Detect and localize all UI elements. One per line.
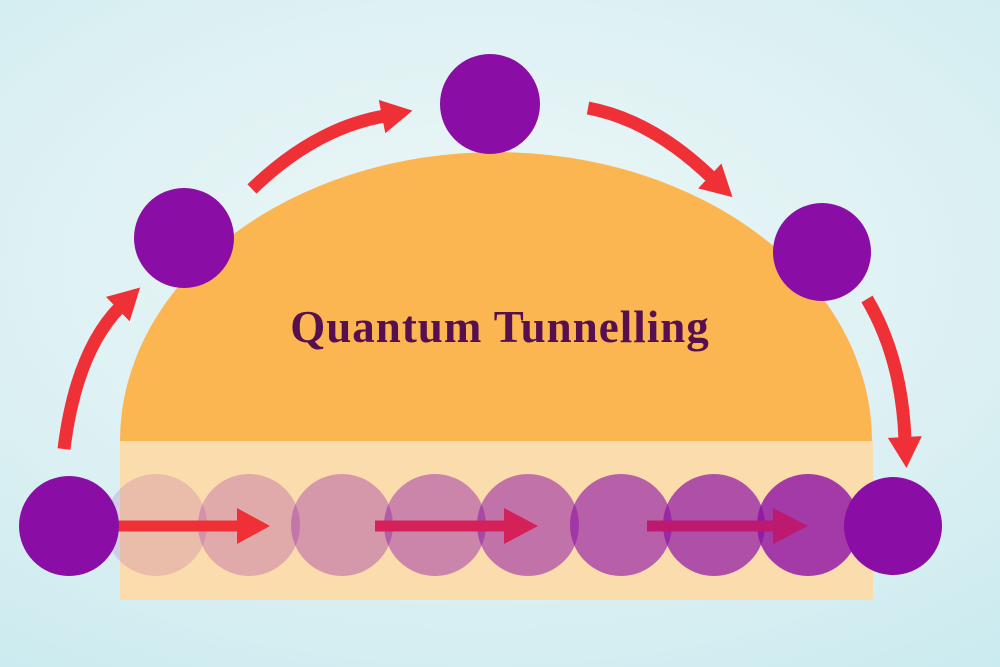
energy-barrier-dome — [120, 152, 872, 441]
diagram-title: Quantum Tunnelling — [290, 302, 710, 352]
tunnel-arrow-1-head-icon — [237, 508, 270, 544]
particle-descend — [773, 203, 871, 301]
over-top-right-arrow — [586, 101, 717, 183]
tunnelling-particle-ghost-6 — [570, 474, 672, 576]
particle-climb — [134, 188, 234, 288]
tunnelling-particle-ghost-3 — [291, 474, 393, 576]
fall-arrow — [861, 295, 912, 441]
particle-end — [844, 477, 942, 575]
over-top-left-arrow-head-icon — [378, 99, 413, 134]
fall-arrow-head-icon — [887, 436, 922, 468]
rise-arrow-head-icon — [106, 287, 141, 322]
over-top-left-arrow — [247, 109, 387, 194]
rise-arrow — [57, 302, 125, 450]
tunnelling-particle-ghost-8 — [757, 474, 859, 576]
particle-top — [440, 54, 540, 154]
tunnel-arrow-3-head-icon — [773, 508, 808, 544]
particle-start — [19, 476, 119, 576]
over-top-right-arrow-head-icon — [698, 163, 733, 198]
tunnel-arrow-2-head-icon — [504, 508, 538, 544]
